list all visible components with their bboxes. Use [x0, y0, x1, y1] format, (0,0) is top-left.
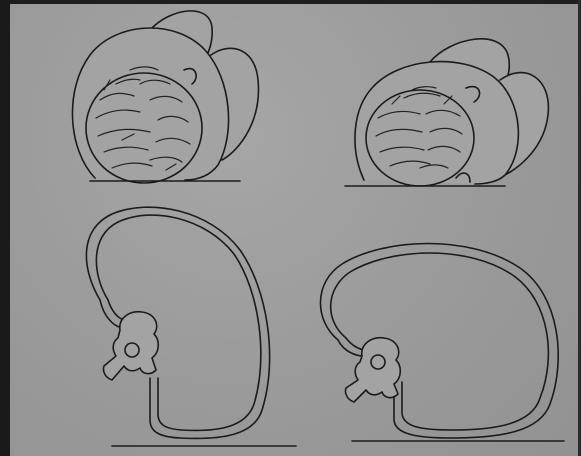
bottom-left-outer-loop [86, 207, 269, 438]
top-right-head-figure [345, 39, 548, 186]
bottom-right-inner-loop [331, 253, 549, 430]
bottom-right-outline-figure [320, 244, 564, 442]
bottom-left-outline-figure [86, 207, 296, 446]
top-right-head [366, 90, 474, 186]
bottom-left-arm-outer [100, 300, 122, 328]
bottom-left-arm-inner [108, 300, 124, 320]
top-left-head [86, 73, 202, 183]
top-left-head-figure [72, 11, 258, 183]
bottom-right-outer-loop [320, 244, 558, 439]
bottom-right-vertebra [345, 338, 400, 402]
